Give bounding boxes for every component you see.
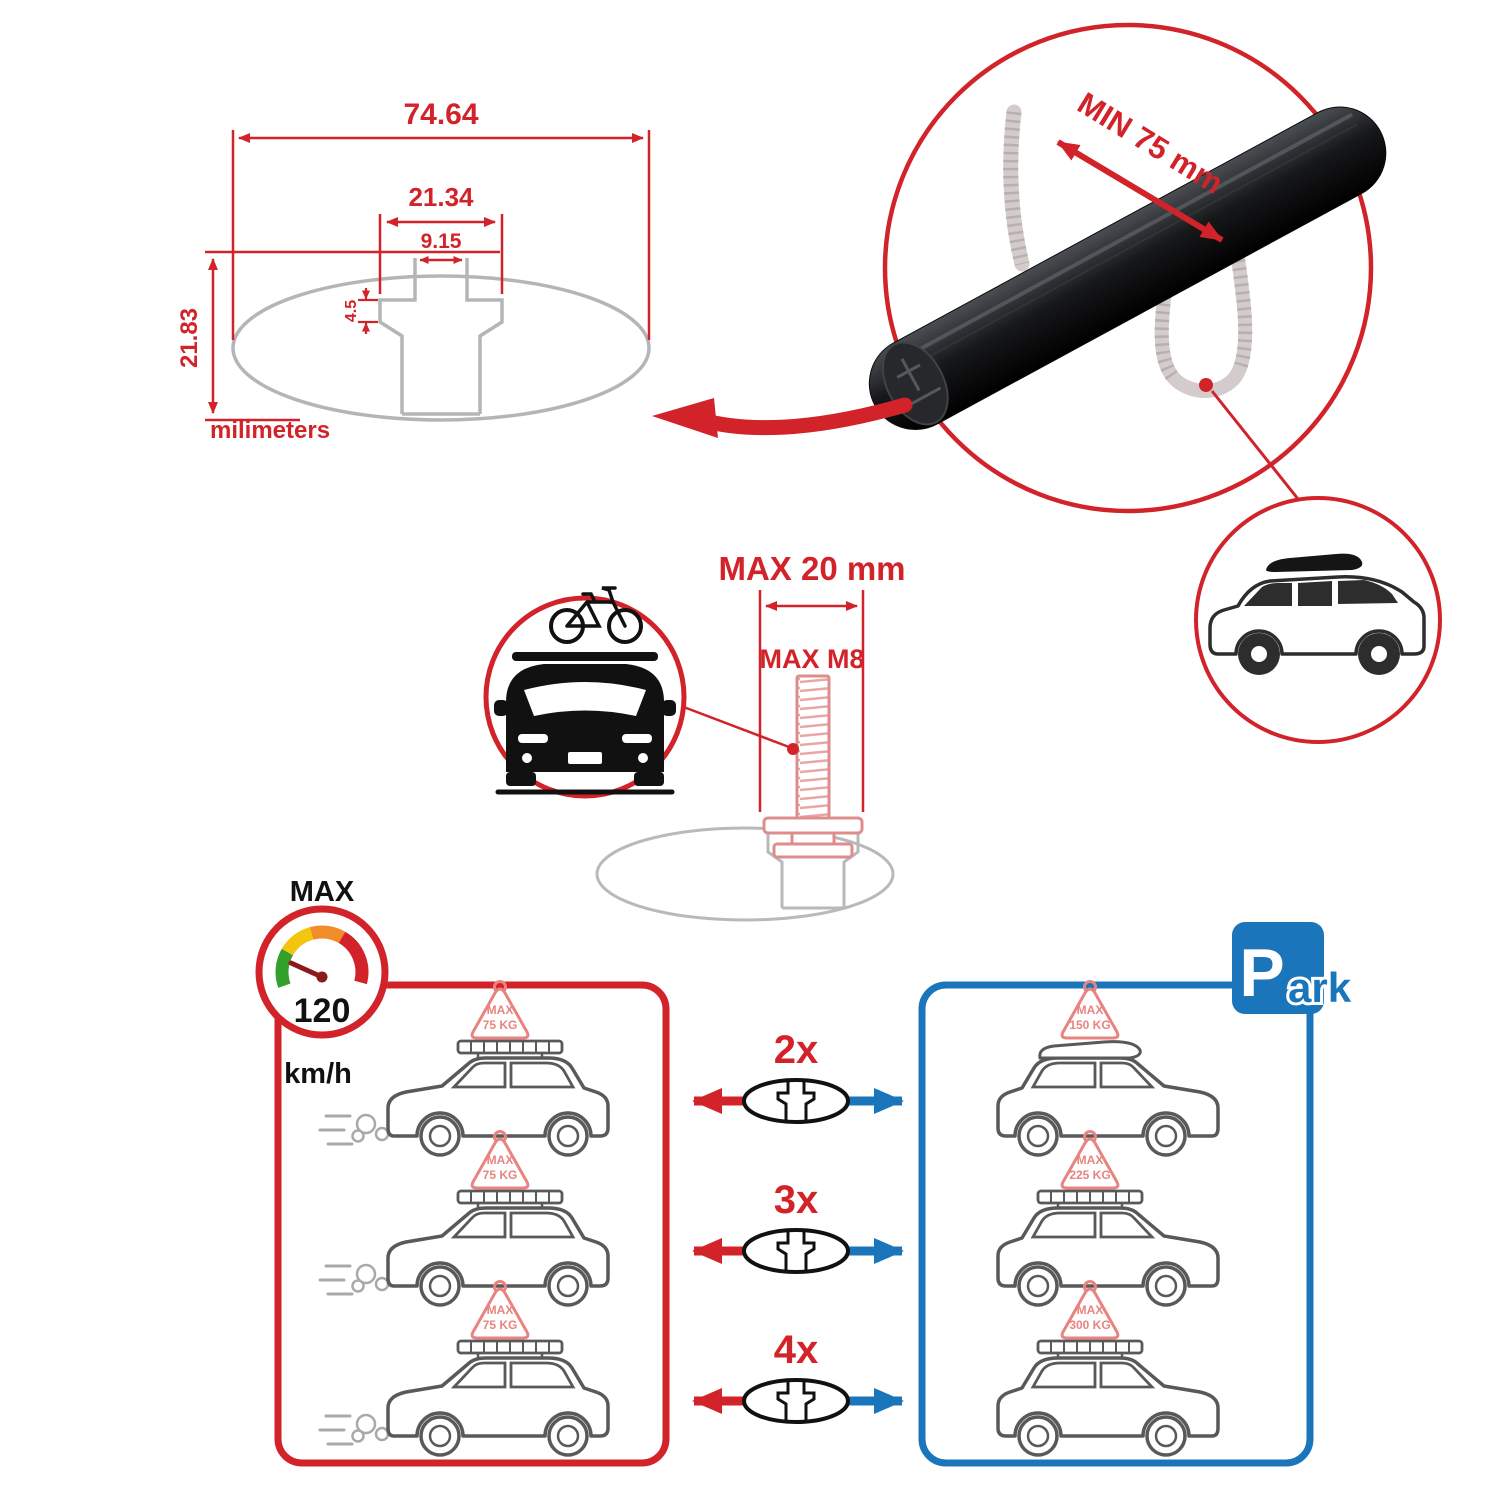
slot-inner-label: 9.15 [421, 230, 462, 253]
suv-roofbox-circle [1194, 496, 1442, 744]
bar-count-row-2: 3x [692, 1178, 904, 1274]
suv-with-roofbox-icon [1208, 553, 1426, 675]
arrow-to-diagram-icon [652, 397, 913, 438]
svg-text:150 KG: 150 KG [1069, 1018, 1110, 1032]
gauge-needle [288, 960, 325, 980]
crossbar-profile-icon [742, 1228, 850, 1274]
profile-dimension-diagram: 74.64 21.34 9.15 4.5 21.83 milimeters [176, 98, 651, 444]
load-badge: MAX 75 KG [470, 1130, 530, 1190]
svg-text:75 KG: 75 KG [483, 1168, 518, 1182]
car-front-icon [494, 652, 676, 795]
load-badge: MAX 300 KG [1060, 1280, 1120, 1340]
load-badge: MAX 75 KG [470, 1280, 530, 1340]
slot-outer-dimension [378, 214, 504, 294]
svg-text:75 KG: 75 KG [483, 1018, 518, 1032]
bar-count-row-1: 2x [692, 1028, 904, 1124]
step-label: 4.5 [343, 300, 360, 322]
parked-car-2: MAX 225 KG [996, 1130, 1220, 1307]
svg-text:75 KG: 75 KG [483, 1318, 518, 1332]
bar-count-label: 4x [774, 1328, 819, 1372]
load-badge: MAX 75 KG [470, 980, 530, 1040]
crossbar-profile-icon [742, 1378, 850, 1424]
bar-count-row-3: 4x [692, 1328, 904, 1424]
callout-line-to-bolt [680, 704, 790, 749]
gauge-arc [275, 925, 369, 988]
gauge-pivot [316, 971, 328, 983]
park-letter: P [1239, 935, 1284, 1011]
load-badge: MAX 225 KG [1060, 1130, 1120, 1190]
bike-icon [549, 586, 643, 644]
driving-car-1: MAX 75 KG [318, 980, 610, 1157]
speed-value: 120 [294, 992, 351, 1030]
driving-car-3: MAX 75 KG [318, 1280, 610, 1457]
ghost-profile-ellipse [595, 826, 895, 922]
parked-car-3: MAX 300 KG [996, 1280, 1220, 1457]
min-span-arrow [1056, 139, 1224, 243]
svg-text:MAX: MAX [487, 1303, 514, 1317]
bar-count-label: 3x [774, 1178, 819, 1222]
speed-max-label: MAX [290, 876, 355, 908]
max-bolt-label: MAX M8 [759, 644, 864, 674]
step-dimension [358, 288, 378, 334]
park-sign-square [1232, 922, 1324, 1014]
slot-outer-label: 21.34 [408, 182, 474, 212]
callout-dot [1199, 378, 1213, 392]
load-badge: MAX 150 KG [1060, 980, 1120, 1040]
svg-text:300 KG: 300 KG [1069, 1318, 1110, 1332]
units-label: milimeters [210, 417, 330, 444]
svg-text:MAX: MAX [487, 1003, 514, 1017]
t-slot-profile [378, 258, 504, 416]
crossbar-detail-circle: MIN 75 mm [652, 22, 1387, 514]
max-width-label: MAX 20 mm [718, 550, 905, 587]
callout-line-to-suv [1210, 390, 1304, 505]
crossbar-profile-icon [742, 1078, 850, 1124]
driving-car-2: MAX 75 KG [318, 1130, 610, 1307]
t-bolt-icon [762, 674, 864, 859]
speed-units: km/h [284, 1058, 352, 1090]
bolt-dimension-diagram: MAX 20 mm MAX M8 [595, 550, 906, 922]
total-width-label: 74.64 [403, 98, 478, 131]
svg-text:MAX: MAX [487, 1153, 514, 1167]
total-width-dimension [231, 130, 651, 340]
profile-ellipse [231, 274, 651, 422]
parked-car-1: MAX 150 KG [996, 980, 1220, 1157]
bar-count-label: 2x [774, 1028, 819, 1072]
svg-text:MAX: MAX [1077, 1003, 1104, 1017]
speed-limit-gauge: MAX 120 km/h [255, 876, 389, 1090]
bike-car-circle [483, 586, 687, 799]
total-height-label: 21.83 [176, 308, 203, 368]
bolt-callout-dot [787, 743, 799, 755]
park-rest: ark [1288, 964, 1352, 1011]
svg-text:225 KG: 225 KG [1069, 1168, 1110, 1182]
svg-text:MAX: MAX [1077, 1303, 1104, 1317]
total-height-dimension [205, 250, 500, 422]
svg-text:MAX: MAX [1077, 1153, 1104, 1167]
park-sign: P ark [1232, 922, 1355, 1014]
bolt-width-dimension [758, 590, 865, 812]
